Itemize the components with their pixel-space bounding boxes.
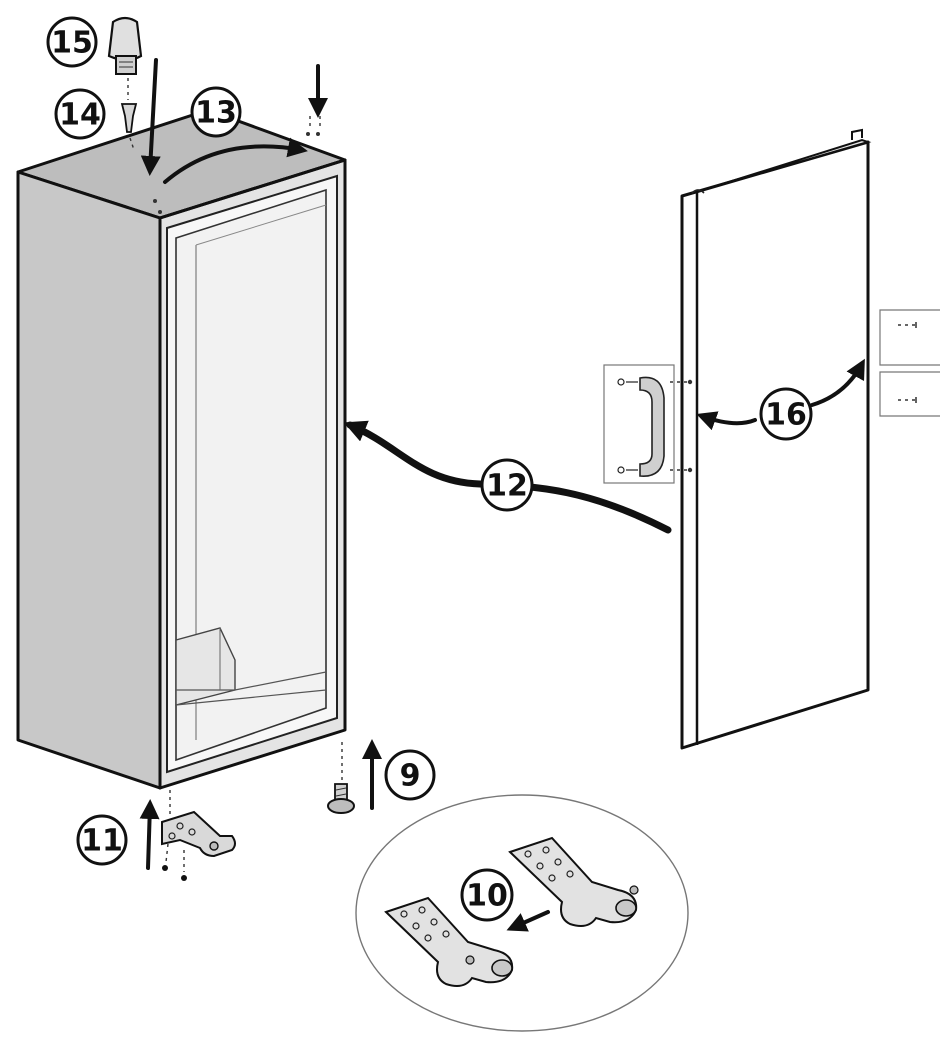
step-badge-14: 14 <box>54 88 106 140</box>
step-badge-9: 9 <box>384 749 436 801</box>
cabinet-interior <box>175 188 327 762</box>
step-badge-16: 16 <box>759 387 813 441</box>
hinge-pin-part <box>120 78 138 151</box>
step-badge-12: 12 <box>480 458 534 512</box>
cabinet-side <box>16 170 162 790</box>
hinge-pin-icon <box>120 103 138 133</box>
hinge-plate-right <box>508 836 639 927</box>
plug-detail <box>879 309 940 417</box>
hinge-detail-ellipse <box>355 794 689 1032</box>
bottom-hinge-part <box>161 790 236 881</box>
step-label-11: 11 <box>81 824 123 859</box>
handle-detail <box>603 364 688 484</box>
door-front <box>680 140 870 750</box>
handle-icon <box>639 376 665 477</box>
arrow-16-right <box>810 358 865 407</box>
step-label-13: 13 <box>195 96 237 131</box>
screw-icon <box>162 865 187 881</box>
fridge-door <box>680 128 872 750</box>
step-label-14: 14 <box>59 98 101 133</box>
hinge-cover-part <box>107 16 143 75</box>
step-badge-11: 11 <box>76 814 128 866</box>
hinge-cover-icon <box>107 16 143 62</box>
foot-part <box>327 742 355 814</box>
arrow-16-left <box>696 411 757 431</box>
arrow-12 <box>343 420 672 534</box>
cabinet-bottom-compartment <box>175 627 327 706</box>
arrow-13 <box>163 137 308 184</box>
hinge-plate-left <box>384 896 514 987</box>
step-label-16: 16 <box>765 398 807 433</box>
step-label-9: 9 <box>400 759 421 794</box>
fridge-cabinet <box>16 108 347 790</box>
step-label-12: 12 <box>486 469 528 504</box>
step-label-10: 10 <box>466 879 508 914</box>
step-badge-13: 13 <box>190 86 242 138</box>
step-label-15: 15 <box>51 26 93 61</box>
step-badge-10: 10 <box>460 868 514 922</box>
step-badge-15: 15 <box>46 16 98 68</box>
